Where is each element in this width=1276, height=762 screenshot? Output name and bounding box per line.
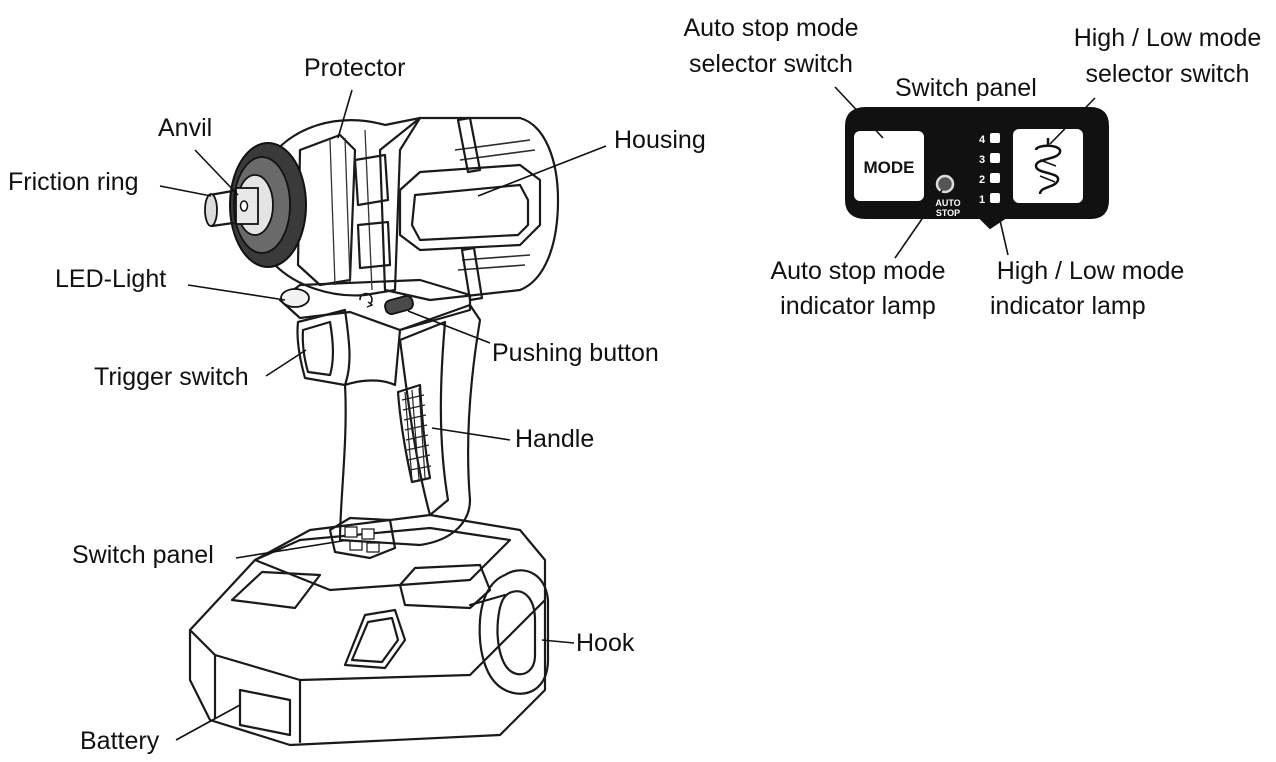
anvil xyxy=(235,187,259,225)
label-pushing-button: Pushing button xyxy=(492,339,659,367)
switch-panel-detail: MODE AUTO STOP 4 3 2 1 xyxy=(845,107,1109,230)
hook xyxy=(468,569,550,695)
label-hook: Hook xyxy=(576,629,635,657)
label-switch-panel-detail: Switch panel xyxy=(895,74,1037,102)
impact-wrench-illustration xyxy=(188,116,560,747)
label-trigger-switch: Trigger switch xyxy=(94,363,249,391)
level-3-text: 3 xyxy=(979,154,985,166)
trigger xyxy=(296,308,351,387)
protector xyxy=(258,116,422,297)
label-handle: Handle xyxy=(515,425,595,453)
label-battery: Battery xyxy=(80,727,160,755)
auto-stop-lamp xyxy=(935,174,955,194)
handle xyxy=(338,303,482,547)
label-high-low-selector-line2: selector switch xyxy=(1085,60,1250,88)
label-auto-stop-indicator-line2: indicator lamp xyxy=(780,292,936,320)
label-switch-panel-tool: Switch panel xyxy=(72,541,214,569)
label-auto-stop-selector-line2: selector switch xyxy=(689,50,853,78)
housing xyxy=(378,116,560,302)
level-4-text: 4 xyxy=(979,134,986,146)
label-housing: Housing xyxy=(614,126,706,154)
label-anvil: Anvil xyxy=(158,114,213,142)
mode-button: MODE xyxy=(852,129,926,203)
label-high-low-indicator-line2: indicator lamp xyxy=(990,292,1146,320)
level-indicators: 4 3 2 1 xyxy=(979,133,1000,206)
battery-pack xyxy=(188,513,547,747)
led-light xyxy=(280,288,310,308)
label-high-low-selector-line1: High / Low mode xyxy=(1073,24,1262,52)
high-low-button xyxy=(1011,127,1085,205)
label-high-low-indicator-line1: High / Low mode xyxy=(996,257,1185,285)
switch-panel-on-tool xyxy=(328,516,397,560)
pushing-button xyxy=(384,295,414,315)
spiral-screw-icon xyxy=(1034,138,1062,195)
anvil-assembly xyxy=(204,142,307,268)
label-auto-stop-selector-line1: Auto stop mode xyxy=(683,14,859,42)
label-led-light: LED-Light xyxy=(55,265,167,293)
level-1-text: 1 xyxy=(979,194,985,206)
label-auto-stop-indicator-line1: Auto stop mode xyxy=(770,257,946,285)
stop-text: STOP xyxy=(936,208,960,218)
tool-leader-lines xyxy=(159,89,607,741)
battery-level-icon xyxy=(230,570,322,610)
auto-text: AUTO xyxy=(935,198,960,208)
level-2-text: 2 xyxy=(979,174,985,186)
grip-texture xyxy=(396,383,432,484)
label-friction-ring: Friction ring xyxy=(8,168,139,196)
label-protector: Protector xyxy=(304,54,406,82)
mode-button-text: MODE xyxy=(864,158,915,177)
panel-leader-lines xyxy=(834,86,1096,259)
